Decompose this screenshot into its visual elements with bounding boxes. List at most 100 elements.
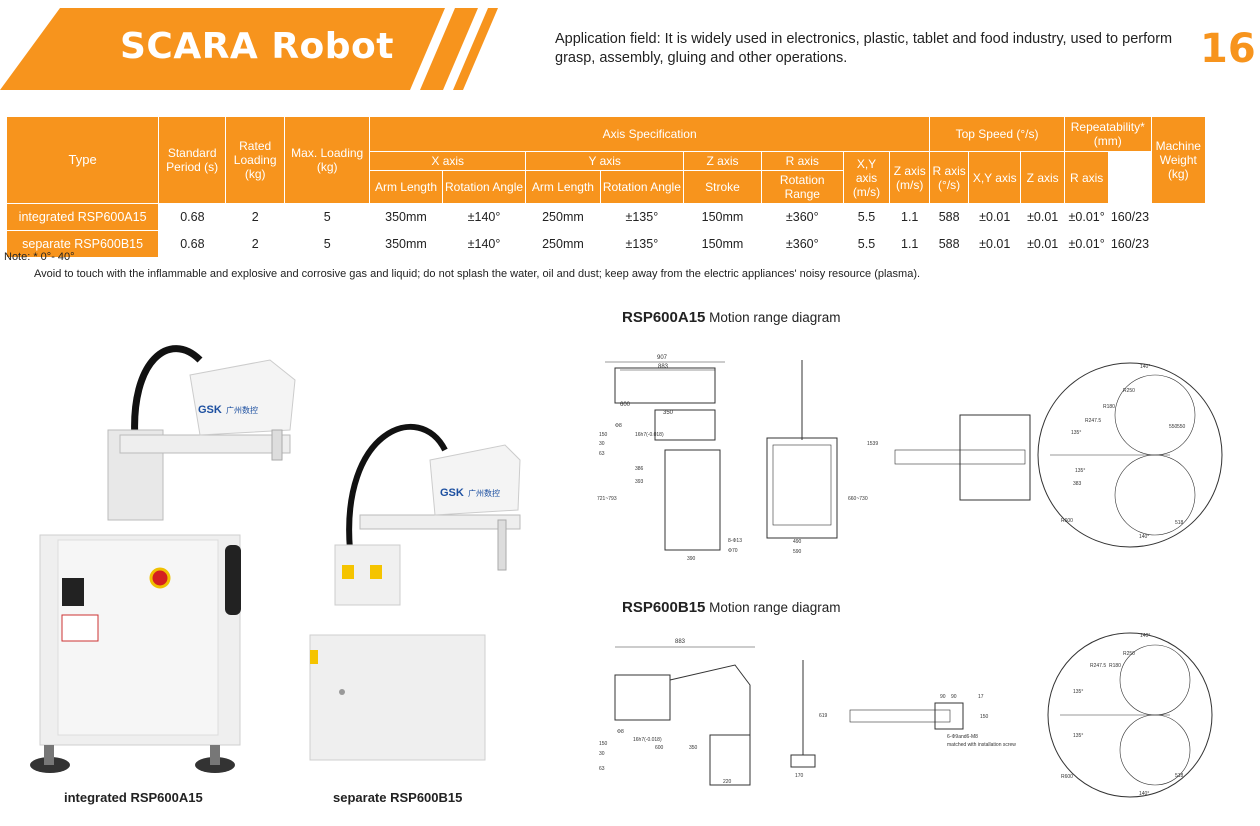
dimension-label: 619 <box>819 713 828 719</box>
cell: ±0.01 <box>1027 237 1059 251</box>
cell: 250mm <box>542 237 584 251</box>
caption-separate: separate RSP600B15 <box>333 790 463 805</box>
diagram-b-title: RSP600B15 Motion range diagram <box>622 599 840 616</box>
cell: 150mm <box>701 237 744 251</box>
caption-integrated: integrated RSP600A15 <box>64 790 203 805</box>
cell: 2 <box>251 210 259 225</box>
cell: 160/23 <box>1110 210 1150 224</box>
dimension-label: 907 <box>657 355 668 361</box>
separate-robot-illustration: GSK 广州数控 <box>309 423 521 761</box>
col-y-rot: Rotation Angle <box>599 170 685 204</box>
col-top-speed: Top Speed (°/s) <box>929 116 1065 152</box>
cell: ±140° <box>467 237 501 251</box>
dimension-label: 135° <box>1073 689 1083 695</box>
dimension-label: 16h7(-0.018) <box>633 737 662 743</box>
cell: 1.1 <box>901 210 919 225</box>
diagram-a-title: RSP600A15 Motion range diagram <box>622 309 840 326</box>
diagram-a: 907 883 600 350 Φ8 16h7(-0.018) 150 30 6… <box>597 355 1223 562</box>
dimension-label: R180 <box>1109 663 1121 669</box>
cell: 5 <box>323 237 331 251</box>
dimension-label: 150 <box>980 714 989 720</box>
dimension-label: 150 <box>599 741 608 747</box>
cell: 0.68 <box>180 210 205 225</box>
dimension-label: 600 <box>620 402 631 408</box>
cell: 5.5 <box>857 210 876 225</box>
spec-table: Type Standard Period (s) Rated Loading (… <box>5 116 1207 258</box>
dimension-label: 135° <box>1071 430 1081 436</box>
robot-photos: GSK 广州数控 GSK 广州数控 <box>30 345 521 773</box>
cell: ±360° <box>785 210 819 225</box>
dimension-label: R600 <box>1061 518 1073 524</box>
col-z-stroke: Stroke <box>683 170 762 204</box>
diagram-a-label: Motion range diagram <box>709 310 841 325</box>
dimension-label: R180 <box>1103 404 1115 410</box>
dimension-label: 170 <box>795 773 804 779</box>
col-y-arm: Arm Length <box>525 170 601 204</box>
dimension-label: 390 <box>687 556 696 562</box>
application-field-text: Application field: It is widely used in … <box>555 31 1173 66</box>
col-rep-z: Z axis <box>1020 151 1065 204</box>
dimension-label: 17 <box>978 694 984 700</box>
cell: 250mm <box>542 210 584 225</box>
dimension-label: 386 <box>635 466 644 472</box>
cell: 350mm <box>385 210 427 225</box>
dimension-label: 63 <box>599 766 605 772</box>
dimension-label: 140° <box>1140 364 1150 370</box>
col-r-axis: R axis <box>760 151 844 171</box>
col-type: Type <box>5 116 160 204</box>
cell: ±0.01 <box>979 210 1011 225</box>
col-rep-xy: X,Y axis <box>968 151 1022 204</box>
page-number: 16 <box>1200 26 1256 72</box>
dimension-label: Φ8 <box>615 423 622 429</box>
dimension-label: R247.5 <box>1090 663 1106 669</box>
warning-text: Avoid to touch with the inflammable and … <box>34 268 921 280</box>
col-speed-r: R axis (°/s) <box>929 151 970 204</box>
integrated-robot-illustration: GSK 广州数控 <box>30 345 296 773</box>
cell: 0.68 <box>180 237 205 251</box>
row-type: separate RSP600B15 <box>5 230 160 258</box>
title-banner <box>0 8 498 90</box>
col-rep-r: R axis <box>1063 151 1110 204</box>
cell: 5 <box>323 210 331 225</box>
dimension-label: 135° <box>1073 733 1083 739</box>
dimension-label: 90 <box>951 694 957 700</box>
cell: ±0.01° <box>1068 237 1105 251</box>
col-max: Max. Loading (kg) <box>284 116 371 204</box>
dimension-label: 490 <box>793 539 802 545</box>
diagram-b-model: RSP600B15 <box>622 599 706 616</box>
cell: 588 <box>938 210 960 225</box>
gsk-logo: GSK <box>198 404 222 416</box>
dimension-label: 350 <box>663 410 674 416</box>
col-axis-spec: Axis Specification <box>369 116 931 152</box>
dimension-label: 350 <box>689 745 698 751</box>
cell: ±0.01° <box>1068 210 1105 225</box>
gsk-logo-cn: 广州数控 <box>226 405 258 415</box>
col-x-arm: Arm Length <box>369 170 443 204</box>
dimension-label: 220 <box>723 779 732 785</box>
diagram-b: 883 Φ8 16h7(-0.018) 600 350 150 30 63 22… <box>599 632 1213 798</box>
dimension-label: 140° <box>1139 791 1149 797</box>
dimension-label: 6-Φ9and6-M8 <box>947 734 978 740</box>
dimension-label: 393 <box>635 479 644 485</box>
table-row: separate RSP600B15 0.68 2 5 350mm ±140° … <box>5 230 1206 258</box>
gsk-logo-cn-b: 广州数控 <box>468 488 500 498</box>
table-note: Note: * 0°- 40° <box>4 251 75 263</box>
dimension-label: 140° <box>1140 633 1150 639</box>
dimension-label: 383 <box>1073 481 1082 487</box>
dimension-label: matched with installation screw <box>947 742 1016 748</box>
cell: 150mm <box>701 210 744 225</box>
cell: ±0.01 <box>1027 210 1059 225</box>
col-x-axis: X axis <box>369 151 527 171</box>
cell: 160/23 <box>1110 237 1150 251</box>
col-z-axis: Z axis <box>683 151 762 171</box>
dimension-label: 590 <box>793 549 802 555</box>
row-type: integrated RSP600A15 <box>5 203 160 231</box>
diagram-b-label: Motion range diagram <box>709 600 841 615</box>
diagram-a-model: RSP600A15 <box>622 309 706 326</box>
cell: ±135° <box>625 237 659 251</box>
cell: ±140° <box>467 210 501 225</box>
dimension-label: Φ70 <box>728 548 738 554</box>
dimension-label: 600 <box>655 745 664 751</box>
cell: 588 <box>938 237 960 251</box>
col-y-axis: Y axis <box>525 151 685 171</box>
